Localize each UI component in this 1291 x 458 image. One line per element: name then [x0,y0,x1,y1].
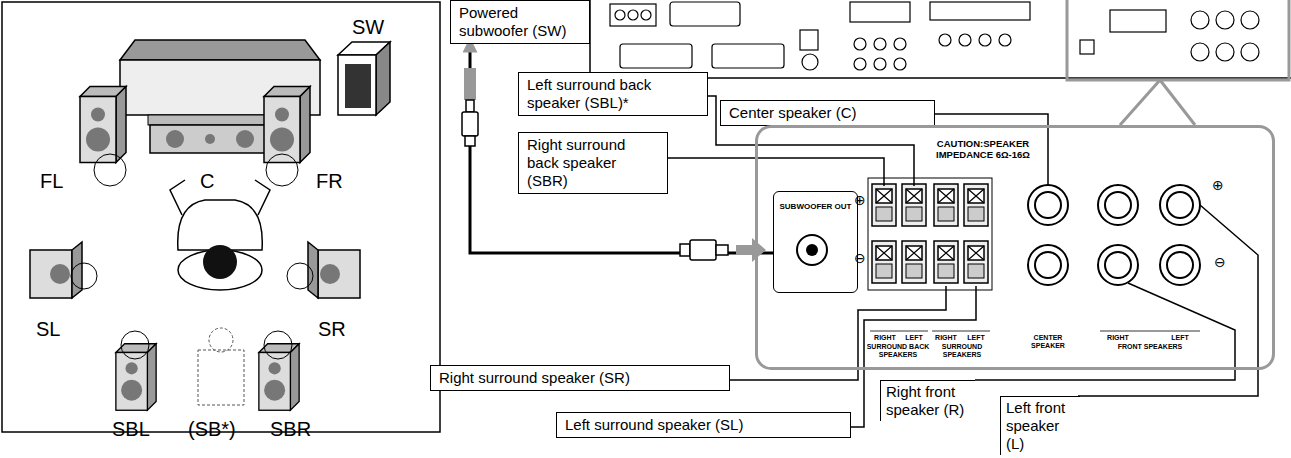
node-text: Right surround speaker (SR) [439,369,721,387]
label-text: ⊖ [1214,255,1226,269]
label-text: (SB*) [188,418,236,440]
callout-box: Right surround speaker (SR) [430,365,730,391]
jack-box: SUBWOOFER OUT [773,191,858,293]
callout-box: Left surround speaker (SL) [556,412,851,438]
label-text: C [200,170,214,192]
label-text: RIGHT [933,334,959,342]
label-text: FRONT SPEAKERS [1100,343,1200,351]
label-text: SW [352,16,384,38]
label-text: ⊕ [1212,178,1224,192]
label-text: ⊖ [854,251,866,265]
node-text: Right front speaker (R) [886,383,970,419]
label-text: SURROUND BACK SPEAKERS [866,343,930,359]
label-text: RIGHT [1102,334,1134,342]
callout-box: Right front speaker (R) [880,380,975,421]
label-text: CENTER SPEAKER [1018,334,1078,350]
label-text: RIGHT [872,334,898,342]
label-text: SURROUND SPEAKERS [932,343,992,359]
label-text: ⊕ [854,193,866,207]
label-text: SBL [112,418,150,440]
callout-box: Left surround back speaker (SBL)* [518,72,708,116]
cable-connector [470,46,773,253]
label-text: LEFT [963,334,989,342]
callout-box: Left front speaker (L) [1000,396,1080,455]
label-text: SR [318,318,346,340]
callout-box: Center speaker (C) [720,100,935,126]
node-text: SUBWOOFER OUT [774,202,857,211]
callout-box: Powered subwoofer (SW) [450,0,590,44]
node-text: CAUTION:SPEAKER IMPEDANCE 6Ω-16Ω [927,138,1039,160]
node-text: Right surround back speaker (SBR) [527,136,659,190]
node-text: Left surround speaker (SL) [565,416,842,434]
label-text: FL [40,170,63,192]
label-text: LEFT [1164,334,1196,342]
label-text: FR [316,170,343,192]
label-text: LEFT [901,334,927,342]
node-text: Center speaker (C) [729,104,926,122]
label-text: SBR [270,418,311,440]
node-text: Powered subwoofer (SW) [459,4,581,40]
node-text: Left front speaker (L) [1006,399,1075,453]
node-text: Left surround back speaker (SBL)* [527,76,699,112]
label-text: SL [36,318,60,340]
terminal-panel: CAUTION:SPEAKER IMPEDANCE 6Ω-16Ω SUBWOOFE… [755,125,1275,370]
callout-box: Right surround back speaker (SBR) [518,132,668,194]
